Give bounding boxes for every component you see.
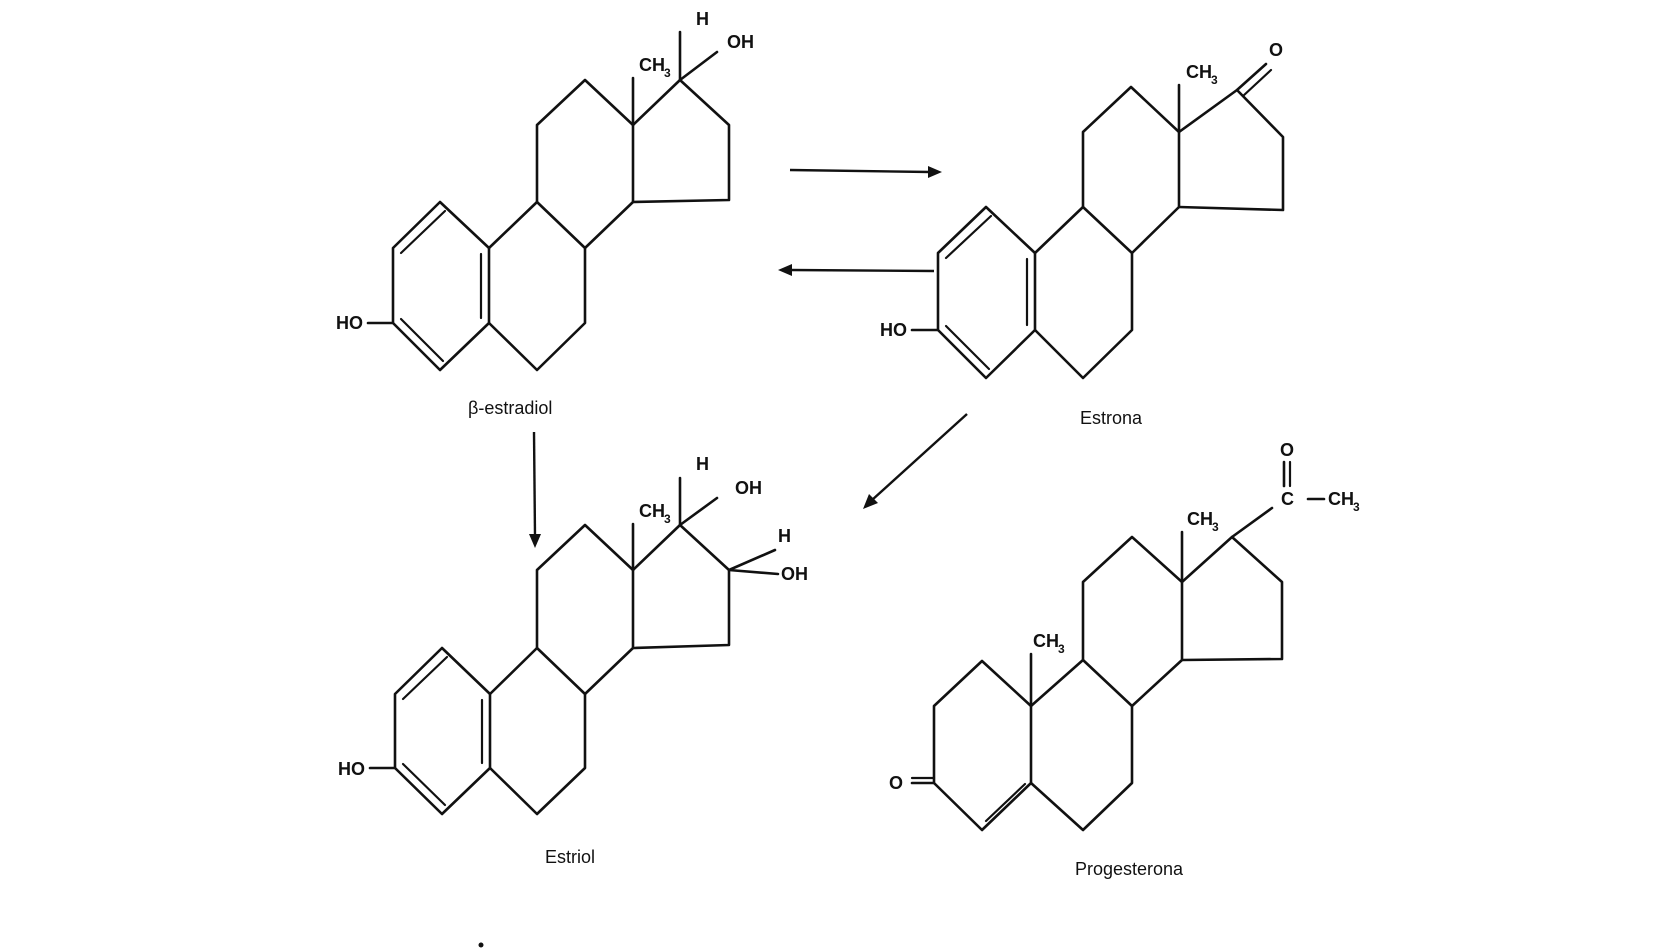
estriol-ch3-subscript: 3 bbox=[664, 512, 671, 526]
arrow-estrona-to-estradiol bbox=[778, 264, 935, 276]
estrona-ho-label: HO bbox=[880, 320, 907, 340]
progesterona-ch3a-label: CH bbox=[1033, 631, 1059, 651]
estriol-h1-label: H bbox=[696, 454, 709, 474]
progesterona-ch3c-subscript: 3 bbox=[1353, 500, 1360, 514]
estradiol-ch3-subscript: 3 bbox=[664, 66, 671, 80]
estradiol-ho-label: HO bbox=[336, 313, 363, 333]
progesterona-c-label: C bbox=[1281, 489, 1294, 509]
estriol-ho-label: HO bbox=[338, 759, 365, 779]
estrona-o-label: O bbox=[1269, 40, 1283, 60]
estriol-h2-label: H bbox=[778, 526, 791, 546]
estradiol-ch3-label: CH bbox=[639, 55, 665, 75]
estradiol-oh-label: OH bbox=[727, 32, 754, 52]
progesterona-ch3b-label: CH bbox=[1187, 509, 1213, 529]
arrow-estrona-to-estriol bbox=[863, 413, 968, 509]
estrona-ch3-subscript: 3 bbox=[1211, 73, 1218, 87]
estradiol-structure: HO CH 3 H OH β-estradiol bbox=[336, 9, 754, 418]
progesterona-caption: Progesterona bbox=[1075, 859, 1184, 879]
scan-speck bbox=[478, 942, 484, 948]
estriol-oh2-label: OH bbox=[781, 564, 808, 584]
estrona-structure: HO CH 3 O Estrona bbox=[880, 40, 1285, 428]
arrow-estradiol-to-estrona bbox=[789, 166, 942, 178]
estrona-caption: Estrona bbox=[1080, 408, 1143, 428]
estradiol-h-label: H bbox=[696, 9, 709, 29]
estriol-oh1-label: OH bbox=[735, 478, 762, 498]
estradiol-caption: β-estradiol bbox=[468, 398, 552, 418]
progesterona-o-top-label: O bbox=[1280, 440, 1294, 460]
progesterona-ch3a-subscript: 3 bbox=[1058, 642, 1065, 656]
estriol-structure: HO CH 3 H OH H OH Estriol bbox=[338, 454, 808, 867]
estriol-caption: Estriol bbox=[545, 847, 595, 867]
progesterona-ch3c-label: CH bbox=[1328, 489, 1354, 509]
progesterona-ch3b-subscript: 3 bbox=[1212, 520, 1219, 534]
arrow-estradiol-to-estriol bbox=[529, 431, 541, 548]
estriol-ch3-label: CH bbox=[639, 501, 665, 521]
estrona-ch3-label: CH bbox=[1186, 62, 1212, 82]
progesterona-structure: O CH 3 CH 3 O C CH 3 Progesterona bbox=[889, 440, 1360, 879]
progesterona-o-ring-label: O bbox=[889, 773, 903, 793]
